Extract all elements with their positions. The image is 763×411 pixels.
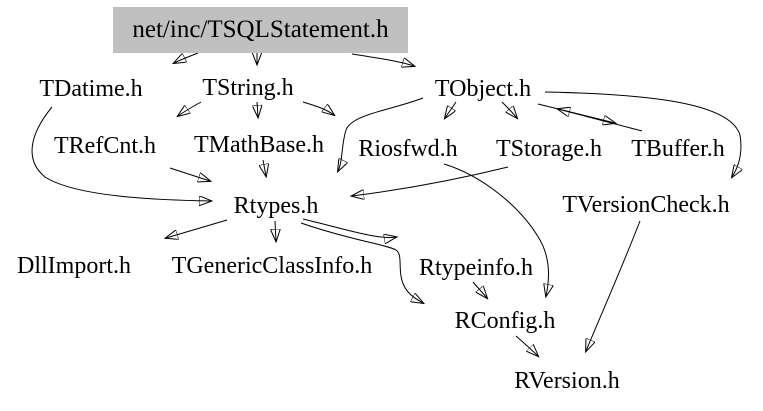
edge-tbuffer-tobject bbox=[558, 109, 643, 132]
edge-rconfig-rversion bbox=[515, 335, 538, 356]
node-rconfig[interactable]: RConfig.h bbox=[454, 308, 556, 334]
edge-tstring-trefcnt bbox=[178, 101, 202, 116]
edge-trefcnt-rtypes bbox=[169, 167, 210, 181]
node-tgenericclassinfo[interactable]: TGenericClassInfo.h bbox=[171, 253, 373, 279]
node-trefcnt[interactable]: TRefCnt.h bbox=[54, 133, 156, 159]
node-riosfwd[interactable]: Riosfwd.h bbox=[358, 136, 458, 162]
node-tdatime[interactable]: TDatime.h bbox=[39, 76, 143, 102]
node-rversion[interactable]: RVersion.h bbox=[514, 368, 620, 394]
edge-tobject-rtypes bbox=[338, 97, 424, 171]
edge-tstring-riosfwd bbox=[302, 101, 334, 115]
node-rtypeinfo[interactable]: Rtypeinfo.h bbox=[419, 255, 533, 281]
edge-tobject-riosfwd bbox=[445, 101, 457, 118]
node-tobject[interactable]: TObject.h bbox=[434, 76, 532, 102]
edge-tobject-tversioncheck bbox=[544, 91, 741, 177]
edge-tdatime-rtypes bbox=[31, 106, 211, 201]
edge-tsqlstatement-tobject bbox=[351, 53, 414, 66]
node-rtypes[interactable]: Rtypes.h bbox=[233, 193, 319, 219]
node-dllimport[interactable]: DllImport.h bbox=[17, 253, 131, 279]
edge-tstorage-rtypes bbox=[352, 166, 509, 196]
node-tstorage[interactable]: TStorage.h bbox=[496, 136, 602, 162]
node-tmathbase[interactable]: TMathBase.h bbox=[194, 132, 324, 158]
edge-tsqlstatement-tdatime bbox=[174, 52, 199, 63]
edge-rtypeinfo-rconfig bbox=[472, 281, 487, 298]
edge-tstring-tmathbase bbox=[257, 101, 258, 117]
edge-rtypes-rconfig bbox=[300, 222, 423, 303]
edge-tversioncheck-rversion bbox=[586, 220, 641, 351]
edge-rtypes-dllimport bbox=[166, 219, 228, 238]
edge-tobject-tstorage bbox=[501, 101, 517, 118]
node-tstring[interactable]: TString.h bbox=[202, 75, 294, 101]
edge-riosfwd-rconfig bbox=[443, 163, 548, 296]
node-tsqlstatement: net/inc/TSQLStatement.h bbox=[113, 7, 408, 53]
edge-rtypes-tgenericclassinfo bbox=[275, 220, 276, 241]
edge-rtypes-rtypeinfo bbox=[302, 218, 396, 238]
edge-tmathbase-rtypes bbox=[263, 159, 266, 176]
node-tversioncheck[interactable]: TVersionCheck.h bbox=[562, 192, 730, 218]
node-tbuffer[interactable]: TBuffer.h bbox=[631, 136, 725, 162]
